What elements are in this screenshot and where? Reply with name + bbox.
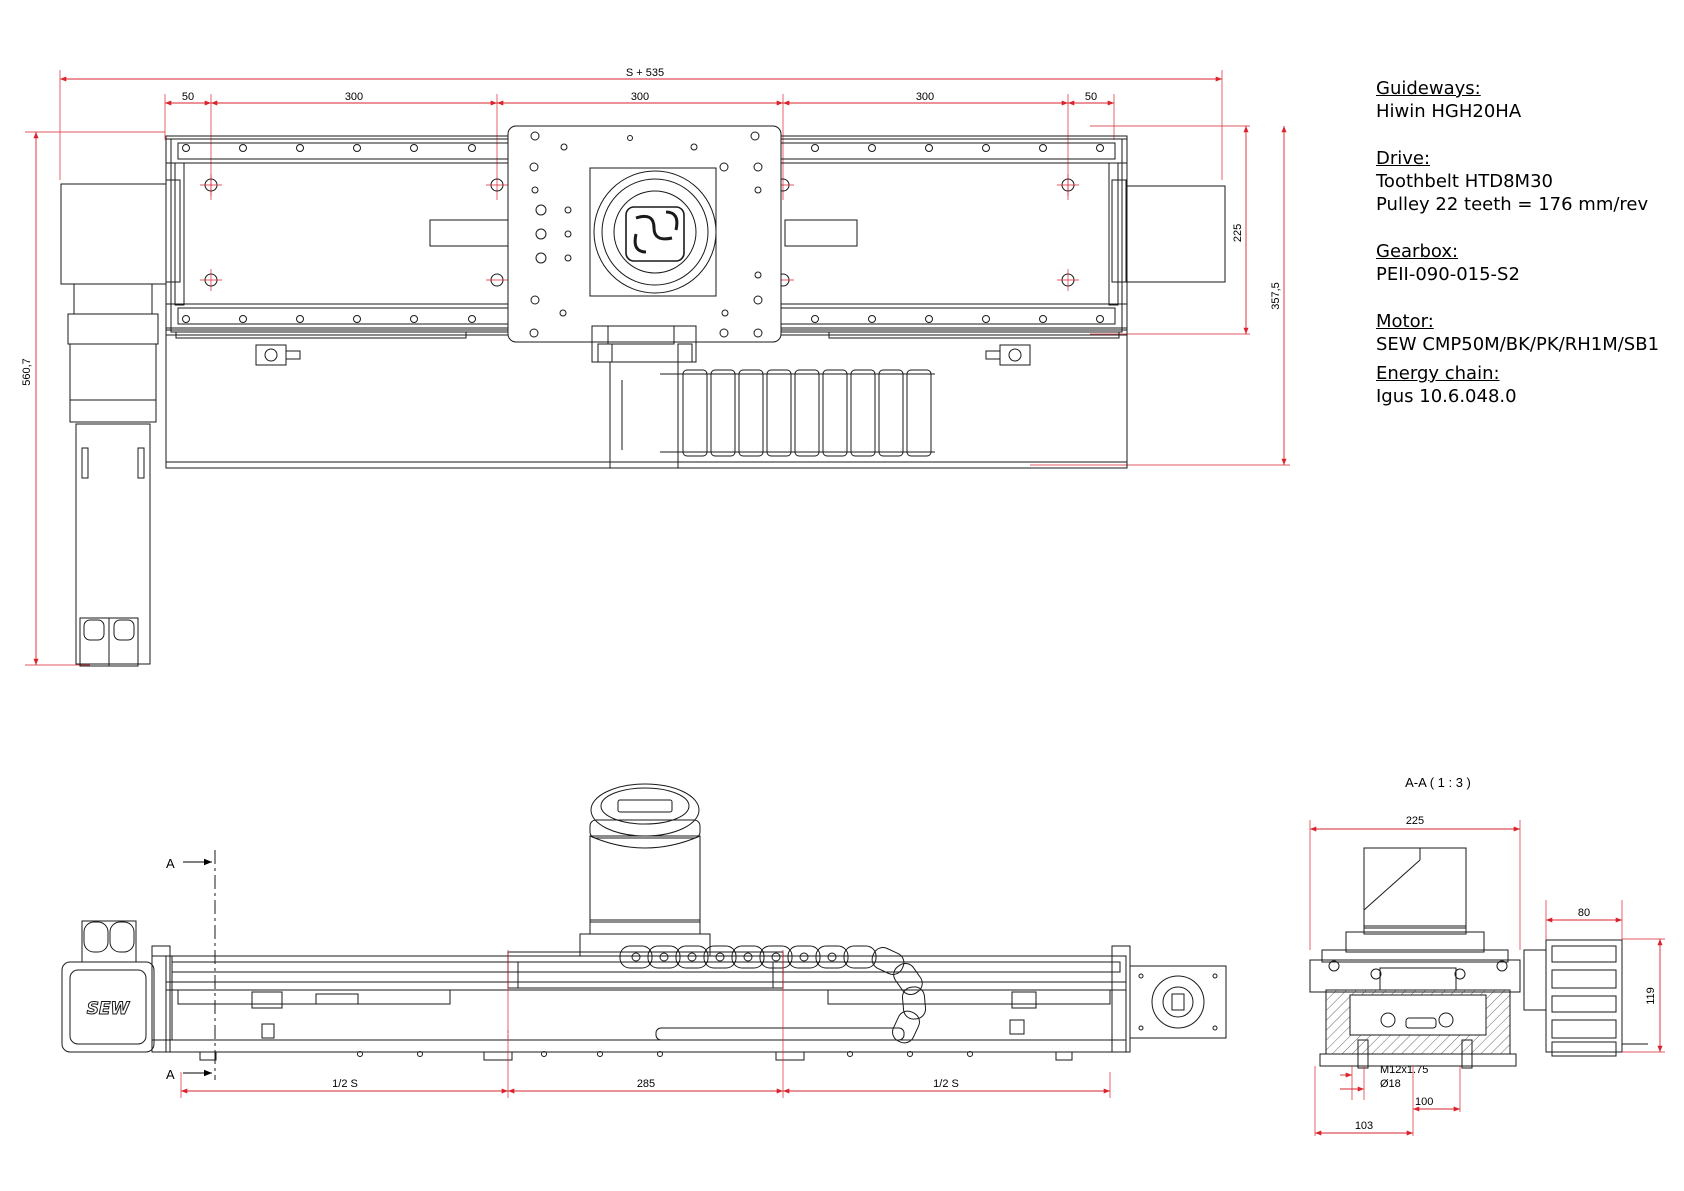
side-view — [61, 783, 1227, 1098]
dim-rail-width: 225 — [1232, 224, 1244, 242]
spec-value: Pulley 22 teeth = 176 mm/rev — [1376, 194, 1649, 215]
section-view — [1309, 820, 1665, 1136]
dim-spacing-5: 50 — [1085, 91, 1097, 103]
spec-value: PEII-090-015-S2 — [1376, 264, 1520, 285]
dim-spacing-4: 300 — [916, 91, 934, 103]
spec-heading: Gearbox: — [1376, 241, 1459, 262]
dim-carriage-length: 285 — [637, 1078, 655, 1090]
dim-total-width: 357,5 — [1270, 282, 1282, 310]
dim-spacing-1: 50 — [182, 91, 194, 103]
top-dimensions: S + 535 50 300 300 300 50 225 357,5 560,… — [21, 67, 1282, 386]
spec-notes: Guideways: Hiwin HGH20HA Drive: Toothbel… — [1376, 77, 1676, 432]
dim-half-stroke-right: 1/2 S — [933, 1078, 959, 1090]
spec-value: Toothbelt HTD8M30 — [1376, 171, 1553, 192]
spec-heading: Guideways: — [1376, 78, 1481, 99]
spec-heading: Drive: — [1376, 148, 1431, 169]
spec-value: Hiwin HGH20HA — [1376, 101, 1522, 122]
spec-energy-chain: Energy chain: Igus 10.6.048.0 — [1376, 362, 1676, 408]
section-mark-top: A — [166, 856, 175, 871]
dim-section-width: 225 — [1406, 815, 1424, 827]
dim-section-height: 119 — [1645, 987, 1657, 1005]
spec-motor: Motor: SEW CMP50M/BK/PK/RH1M/SB1 — [1376, 310, 1676, 356]
spec-guideways: Guideways: Hiwin HGH20HA — [1376, 77, 1676, 123]
dim-overall-height: 560,7 — [21, 358, 33, 386]
dim-chain-width: 80 — [1578, 907, 1590, 919]
spec-heading: Motor: — [1376, 311, 1434, 332]
dim-diameter: Ø18 — [1380, 1078, 1401, 1090]
section-mark-bottom: A — [166, 1067, 175, 1082]
dim-spacing-3: 300 — [631, 91, 649, 103]
spec-heading: Energy chain: — [1376, 363, 1500, 384]
spec-gearbox: Gearbox: PEII-090-015-S2 — [1376, 240, 1676, 286]
section-labels: A-A ( 1 : 3 ) 225 80 119 M12x1.75 Ø18 10… — [1355, 775, 1657, 1132]
side-labels: A A 1/2 S 285 1/2 S SEW — [86, 856, 959, 1090]
top-view — [25, 70, 1290, 667]
spec-value: SEW CMP50M/BK/PK/RH1M/SB1 — [1376, 334, 1660, 355]
spec-drive: Drive: Toothbelt HTD8M30 Pulley 22 teeth… — [1376, 147, 1676, 216]
dim-100: 100 — [1415, 1096, 1433, 1108]
dim-overall-length: S + 535 — [626, 67, 664, 79]
dim-spacing-2: 300 — [345, 91, 363, 103]
section-title: A-A ( 1 : 3 ) — [1405, 775, 1471, 790]
dim-thread: M12x1.75 — [1380, 1064, 1428, 1076]
spec-value: Igus 10.6.048.0 — [1376, 386, 1517, 407]
motor-brand-logo: SEW — [87, 999, 131, 1019]
dim-103: 103 — [1355, 1120, 1373, 1132]
dim-half-stroke-left: 1/2 S — [332, 1078, 358, 1090]
